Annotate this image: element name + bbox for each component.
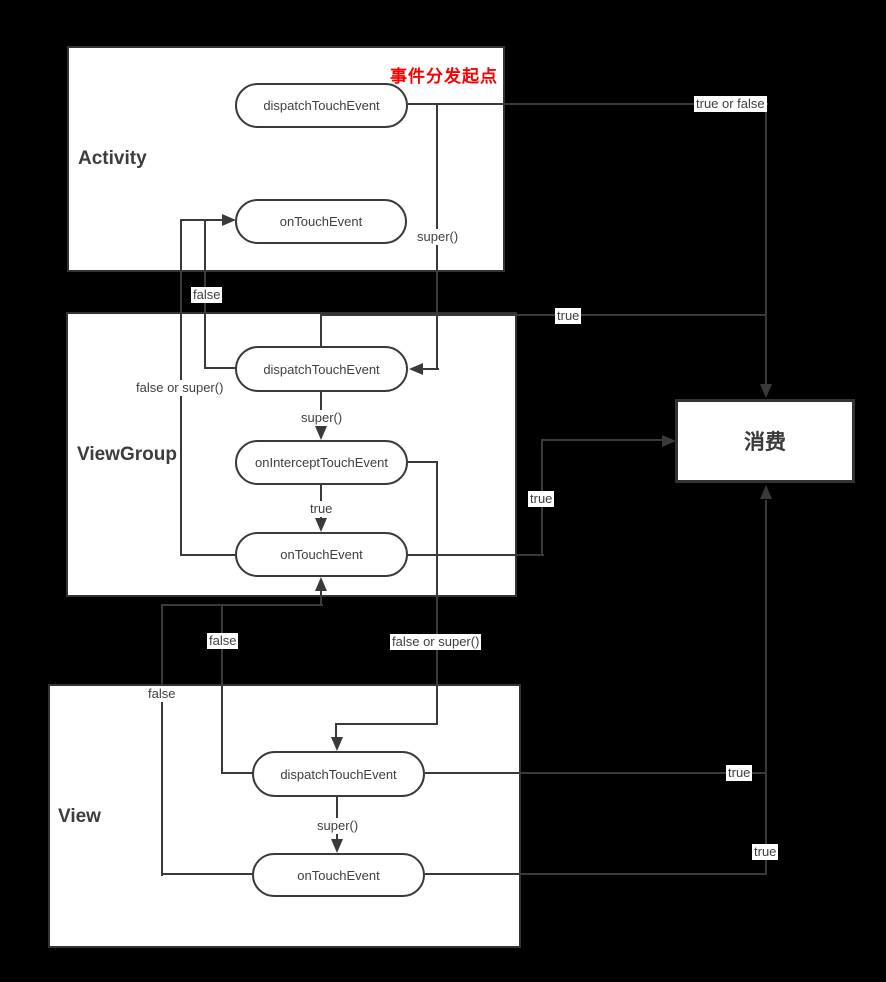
edge-label-true-view-ontouch: true <box>752 844 779 860</box>
connector-segment <box>221 604 223 774</box>
node-view-ontouchevent: onTouchEvent <box>252 853 425 897</box>
edge-label-true-view-dispatch: true <box>726 765 753 781</box>
connector-segment <box>221 772 253 774</box>
dispatch-start-annotation: 事件分发起点 <box>390 67 498 86</box>
connector-segment <box>765 104 767 386</box>
arrowhead-into-consume-left <box>662 435 676 447</box>
connector-segment <box>425 873 767 875</box>
arrowhead-into-view-ontouch <box>331 839 343 853</box>
edge-label-true-vg-dispatch: true <box>555 308 582 324</box>
node-view-dispatchtouchevent: dispatchTouchEvent <box>252 751 425 797</box>
arrowhead-into-activity-ontouch <box>222 214 236 226</box>
activity-title: Activity <box>78 148 147 169</box>
edge-label-true-or-false: true or false <box>694 96 767 112</box>
connector-segment <box>320 591 322 606</box>
edge-label-false-view-dispatch: false <box>207 633 239 649</box>
edge-label-false-or-super-intercept: false or super() <box>390 634 482 650</box>
connector-segment <box>181 219 224 221</box>
connector-segment <box>320 316 322 348</box>
edge-label-true-vg-ontouch: true <box>528 491 555 507</box>
connector-segment <box>408 554 544 556</box>
edge-label-super-activity: super() <box>415 229 461 245</box>
consume-box: 消费 <box>675 399 855 483</box>
arrowhead-into-viewgroup-ontouch-top <box>315 518 327 532</box>
connector-segment <box>408 103 768 105</box>
node-activity-ontouchevent: onTouchEvent <box>235 199 407 244</box>
arrowhead-into-viewgroup-ontouch-bottom <box>315 577 327 591</box>
arrowhead-into-view-dispatch <box>331 737 343 751</box>
view-box <box>48 684 521 948</box>
connector-segment <box>408 461 438 463</box>
arrowhead-into-onintercept <box>315 426 327 440</box>
edge-label-super-view: super() <box>315 818 361 834</box>
edge-label-false-to-activity: false <box>191 287 223 303</box>
connector-segment <box>320 314 767 316</box>
edge-label-true-intercept: true <box>308 501 335 517</box>
connector-segment <box>204 367 236 369</box>
connector-segment <box>436 461 438 725</box>
edge-label-false-or-super-vg: false or super() <box>134 380 226 396</box>
arrowhead-into-viewgroup-dispatch <box>409 363 423 375</box>
arrowhead-into-consume-top <box>760 384 772 398</box>
connector-segment <box>161 604 323 606</box>
connector-segment <box>541 439 663 441</box>
view-title: View <box>58 806 101 827</box>
edge-label-false-view-ontouch: false <box>146 686 178 702</box>
node-viewgroup-dispatchtouchevent: dispatchTouchEvent <box>235 346 408 392</box>
node-viewgroup-onintercepttouchevent: onInterceptTouchEvent <box>235 440 408 485</box>
edge-label-super-vg: super() <box>299 410 345 426</box>
connector-segment <box>423 368 439 370</box>
arrowhead-into-consume-bottom <box>760 485 772 499</box>
viewgroup-title: ViewGroup <box>77 444 177 465</box>
connector-segment <box>336 723 438 725</box>
consume-label: 消费 <box>744 431 786 454</box>
connector-segment <box>161 873 253 875</box>
connector-segment <box>425 772 767 774</box>
connector-segment <box>335 723 337 741</box>
connector-segment <box>161 604 163 876</box>
node-viewgroup-ontouchevent: onTouchEvent <box>235 532 408 577</box>
connector-segment <box>180 554 236 556</box>
connector-segment <box>765 500 767 875</box>
node-activity-dispatchtouchevent: dispatchTouchEvent <box>235 83 408 128</box>
